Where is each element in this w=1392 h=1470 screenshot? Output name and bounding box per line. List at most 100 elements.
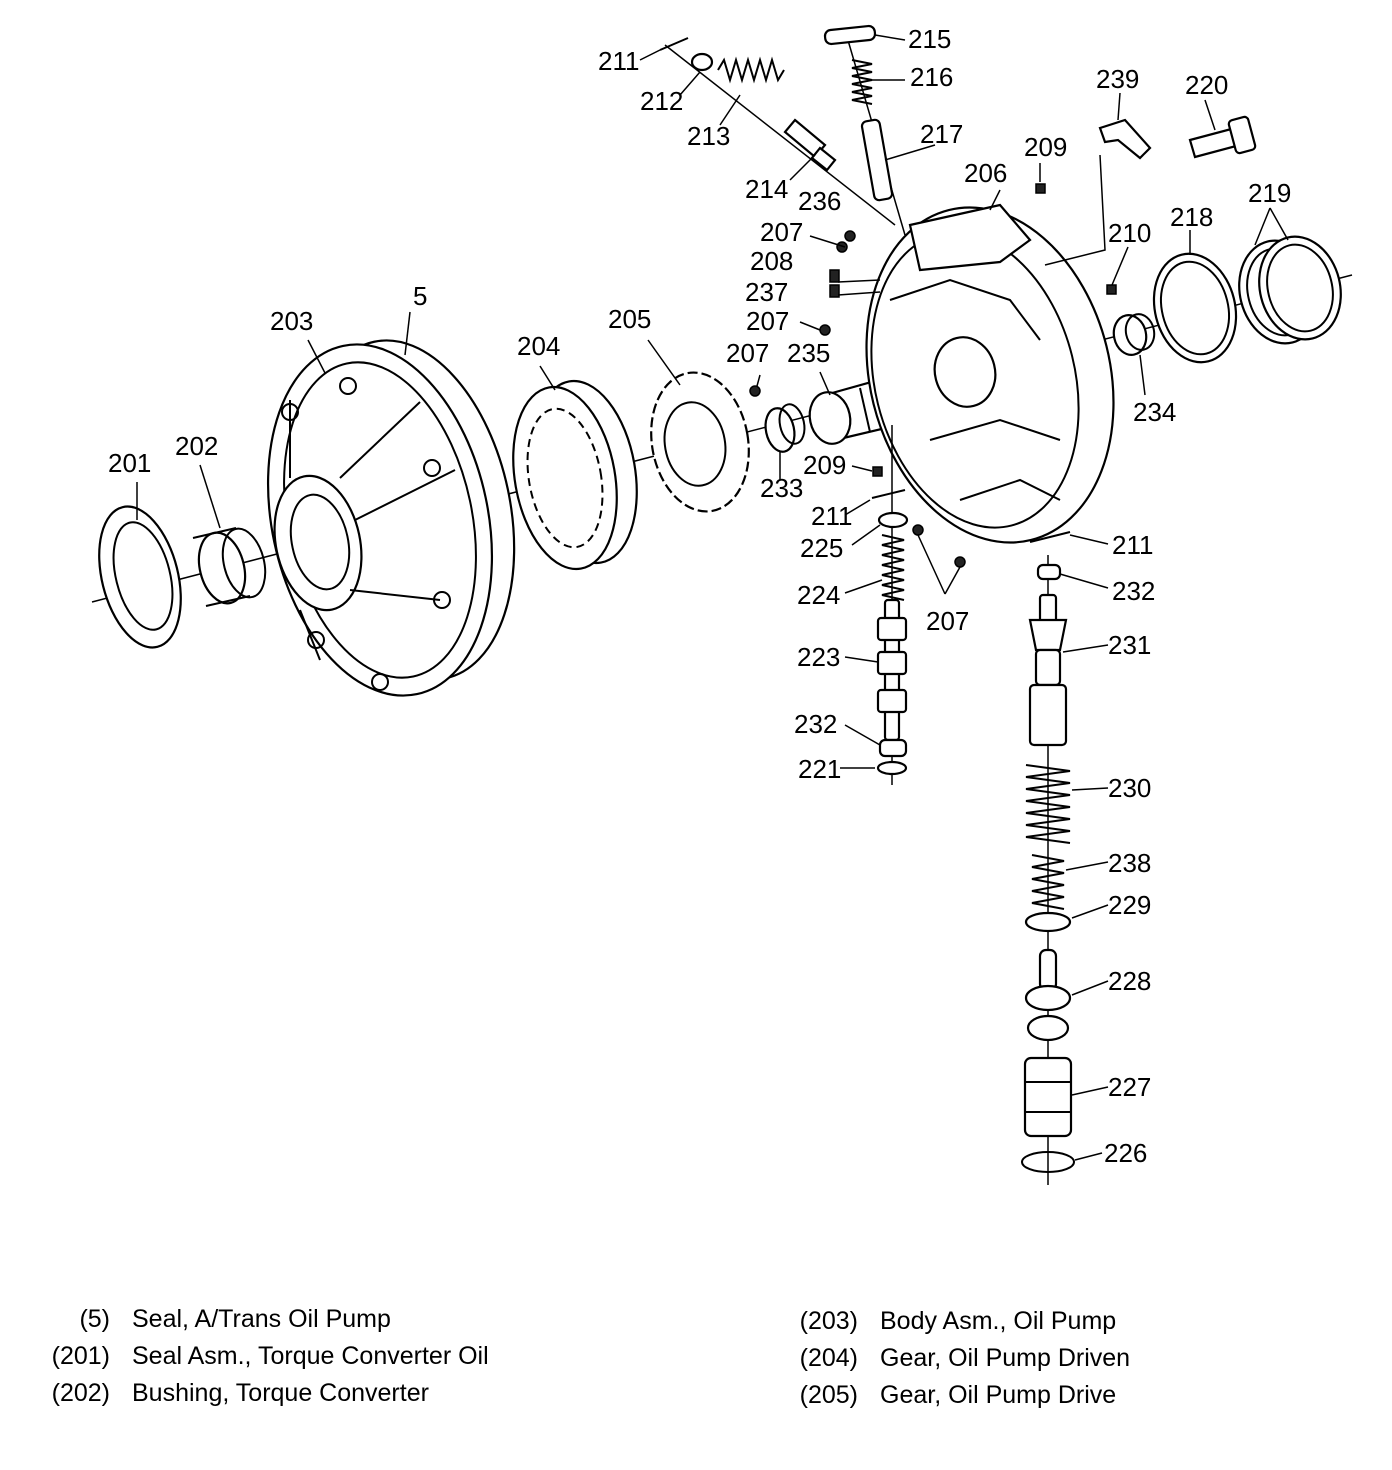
parts-legend-left: (5) Seal, A/Trans Oil Pump (201) Seal As… bbox=[40, 1301, 489, 1412]
callout-211-mid: 211 bbox=[811, 501, 852, 531]
callout-212: 212 bbox=[640, 86, 683, 116]
parts-legend-right: (203) Body Asm., Oil Pump (204) Gear, Oi… bbox=[790, 1303, 1130, 1414]
legend-description: Gear, Oil Pump Driven bbox=[880, 1344, 1131, 1372]
part-232-plug-mid bbox=[878, 738, 908, 758]
callout-238: 238 bbox=[1108, 848, 1151, 878]
legend-description: Gear, Oil Pump Drive bbox=[880, 1381, 1117, 1409]
callout-206: 206 bbox=[964, 158, 1007, 188]
callout-237: 237 bbox=[745, 277, 788, 307]
legend-row-205: (205) Gear, Oil Pump Drive bbox=[790, 1377, 1130, 1414]
callout-214: 214 bbox=[745, 174, 788, 204]
axis-upper-left bbox=[664, 44, 896, 226]
callout-211-right: 211 bbox=[1112, 530, 1153, 560]
part-214-valve bbox=[783, 118, 837, 172]
callout-209-low: 209 bbox=[803, 450, 846, 480]
legend-row-204: (204) Gear, Oil Pump Driven bbox=[790, 1340, 1130, 1377]
callout-233: 233 bbox=[760, 473, 803, 503]
part-234-bushing bbox=[1112, 313, 1156, 356]
callout-207-c: 207 bbox=[726, 338, 769, 368]
part-233-bushing bbox=[764, 403, 806, 453]
part-227-sleeve bbox=[1023, 1056, 1073, 1138]
part-230-spring bbox=[1025, 764, 1071, 844]
part-202-bushing bbox=[192, 527, 267, 607]
part-203-pump-body bbox=[266, 339, 516, 697]
part-208-plug bbox=[829, 269, 840, 283]
legend-row-201: (201) Seal Asm., Torque Converter Oil bbox=[40, 1338, 489, 1375]
leader-237 bbox=[837, 291, 881, 296]
callout-207-d: 207 bbox=[926, 606, 969, 636]
callout-225: 225 bbox=[800, 533, 843, 563]
callout-210: 210 bbox=[1108, 218, 1151, 248]
part-237-plug bbox=[829, 284, 840, 298]
callout-203: 203 bbox=[270, 306, 313, 336]
callout-223: 223 bbox=[797, 642, 840, 672]
callout-234: 234 bbox=[1133, 397, 1176, 427]
legend-description: Bushing, Torque Converter bbox=[132, 1379, 429, 1407]
callout-207-a: 207 bbox=[760, 217, 803, 247]
callout-224: 224 bbox=[797, 580, 840, 610]
callout-239: 239 bbox=[1096, 64, 1139, 94]
callout-205: 205 bbox=[608, 304, 651, 334]
leader-lines bbox=[136, 34, 1289, 1161]
part-220-bolt bbox=[1188, 115, 1257, 159]
part-205-drive-gear bbox=[650, 371, 750, 513]
callout-220: 220 bbox=[1185, 70, 1228, 100]
callout-204: 204 bbox=[517, 331, 560, 361]
callout-232-mid: 232 bbox=[794, 709, 837, 739]
part-216-spring bbox=[851, 59, 873, 105]
callout-201: 201 bbox=[108, 448, 151, 478]
callout-217: 217 bbox=[920, 119, 963, 149]
callout-232-right: 232 bbox=[1112, 576, 1155, 606]
part-204-driven-gear bbox=[512, 379, 638, 571]
part-206-pump-cover bbox=[865, 203, 1115, 544]
legend-row-202: (202) Bushing, Torque Converter bbox=[40, 1375, 489, 1412]
callout-215: 215 bbox=[908, 24, 951, 54]
callout-labels: 5 203 204 205 201 202 211 212 213 214 21… bbox=[108, 24, 1291, 1168]
legend-row-5: (5) Seal, A/Trans Oil Pump bbox=[40, 1301, 489, 1338]
callout-218: 218 bbox=[1170, 202, 1213, 232]
callout-216: 216 bbox=[910, 62, 953, 92]
part-212-plug bbox=[690, 52, 714, 72]
callout-221: 221 bbox=[798, 754, 841, 784]
part-207-ball-b bbox=[819, 324, 831, 336]
legend-description: Seal, A/Trans Oil Pump bbox=[132, 1305, 391, 1333]
part-207-ball-d1 bbox=[912, 524, 924, 536]
part-211-pin-top bbox=[659, 37, 689, 51]
part-238-spring bbox=[1031, 854, 1065, 910]
callout-211-top: 211 bbox=[598, 46, 639, 76]
part-223-valve bbox=[876, 598, 908, 742]
callout-202: 202 bbox=[175, 431, 218, 461]
part-228-valve bbox=[1024, 948, 1072, 1042]
callout-219: 219 bbox=[1248, 178, 1291, 208]
callout-207-b: 207 bbox=[746, 306, 789, 336]
callout-231: 231 bbox=[1108, 630, 1151, 660]
part-209-ball-low bbox=[872, 466, 883, 477]
callout-236: 236 bbox=[798, 186, 841, 216]
part-211-pin-right bbox=[1029, 531, 1071, 543]
part-239-clip bbox=[1098, 118, 1152, 160]
part-226-retainer-ring bbox=[1021, 1151, 1075, 1173]
callout-5: 5 bbox=[413, 281, 427, 311]
legend-number: (202) bbox=[51, 1379, 110, 1407]
legend-row-203: (203) Body Asm., Oil Pump bbox=[790, 1303, 1130, 1340]
callout-228: 228 bbox=[1108, 966, 1151, 996]
part-207-ball-a bbox=[836, 241, 848, 253]
callout-213: 213 bbox=[687, 121, 730, 151]
legend-number: (204) bbox=[799, 1344, 858, 1372]
callout-208: 208 bbox=[750, 246, 793, 276]
part-201-seal bbox=[98, 505, 182, 649]
part-221-retainer bbox=[876, 760, 908, 776]
callout-226: 226 bbox=[1104, 1138, 1147, 1168]
part-213-spring bbox=[717, 56, 785, 84]
callout-227: 227 bbox=[1108, 1072, 1151, 1102]
part-207-ball-c bbox=[749, 385, 761, 397]
callout-235: 235 bbox=[787, 338, 830, 368]
leader-208 bbox=[837, 279, 881, 283]
legend-number: (203) bbox=[799, 1307, 858, 1335]
part-225-plug bbox=[877, 511, 909, 529]
part-209-ball-top bbox=[1035, 183, 1046, 194]
legend-description: Seal Asm., Torque Converter Oil bbox=[132, 1342, 489, 1370]
leader-239-to-cover bbox=[1044, 154, 1106, 266]
part-219-seal-rings bbox=[1238, 235, 1342, 345]
